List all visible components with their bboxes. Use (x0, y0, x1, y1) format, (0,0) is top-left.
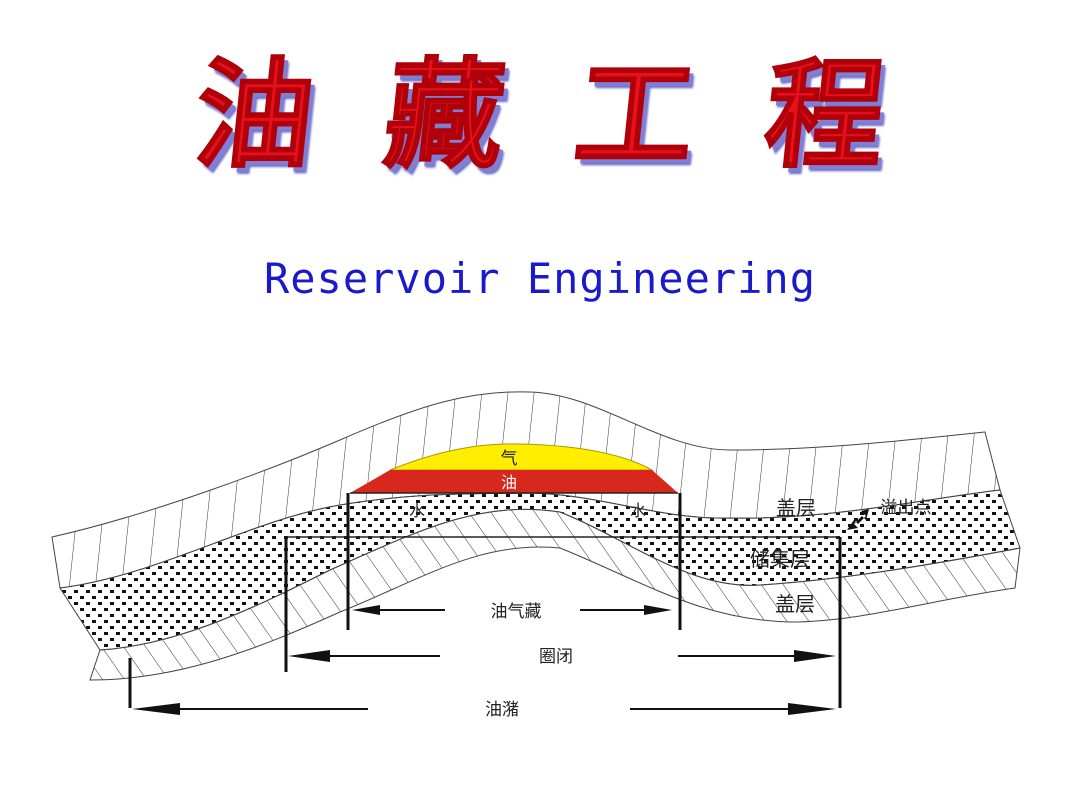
oil-gas-pool-arrows (352, 605, 672, 615)
label-water-left: 水 (409, 501, 425, 520)
trap-arrows (288, 650, 836, 662)
label-caprock-top: 盖层 (776, 496, 816, 520)
label-reservoir-layer: 储集层 (750, 547, 810, 571)
oil-zone (350, 470, 678, 493)
label-caprock-bottom: 盖层 (775, 592, 815, 616)
label-oil: 油 (501, 473, 517, 492)
label-gas: 气 (501, 449, 518, 469)
oil-reservoir-arrows (132, 703, 836, 715)
label-spill-point: 溢出点 (881, 498, 932, 518)
gas-cap (389, 443, 654, 471)
label-oil-reservoir: 油潴 (485, 700, 519, 720)
label-trap: 圈闭 (539, 647, 573, 667)
label-oil-gas-pool: 油气藏 (491, 602, 542, 622)
label-water-right: 水 (630, 501, 646, 520)
spill-point-arrow-icon (847, 509, 869, 530)
subtitle: Reservoir Engineering (263, 254, 816, 303)
caprock-bottom-layer (89, 508, 1021, 681)
